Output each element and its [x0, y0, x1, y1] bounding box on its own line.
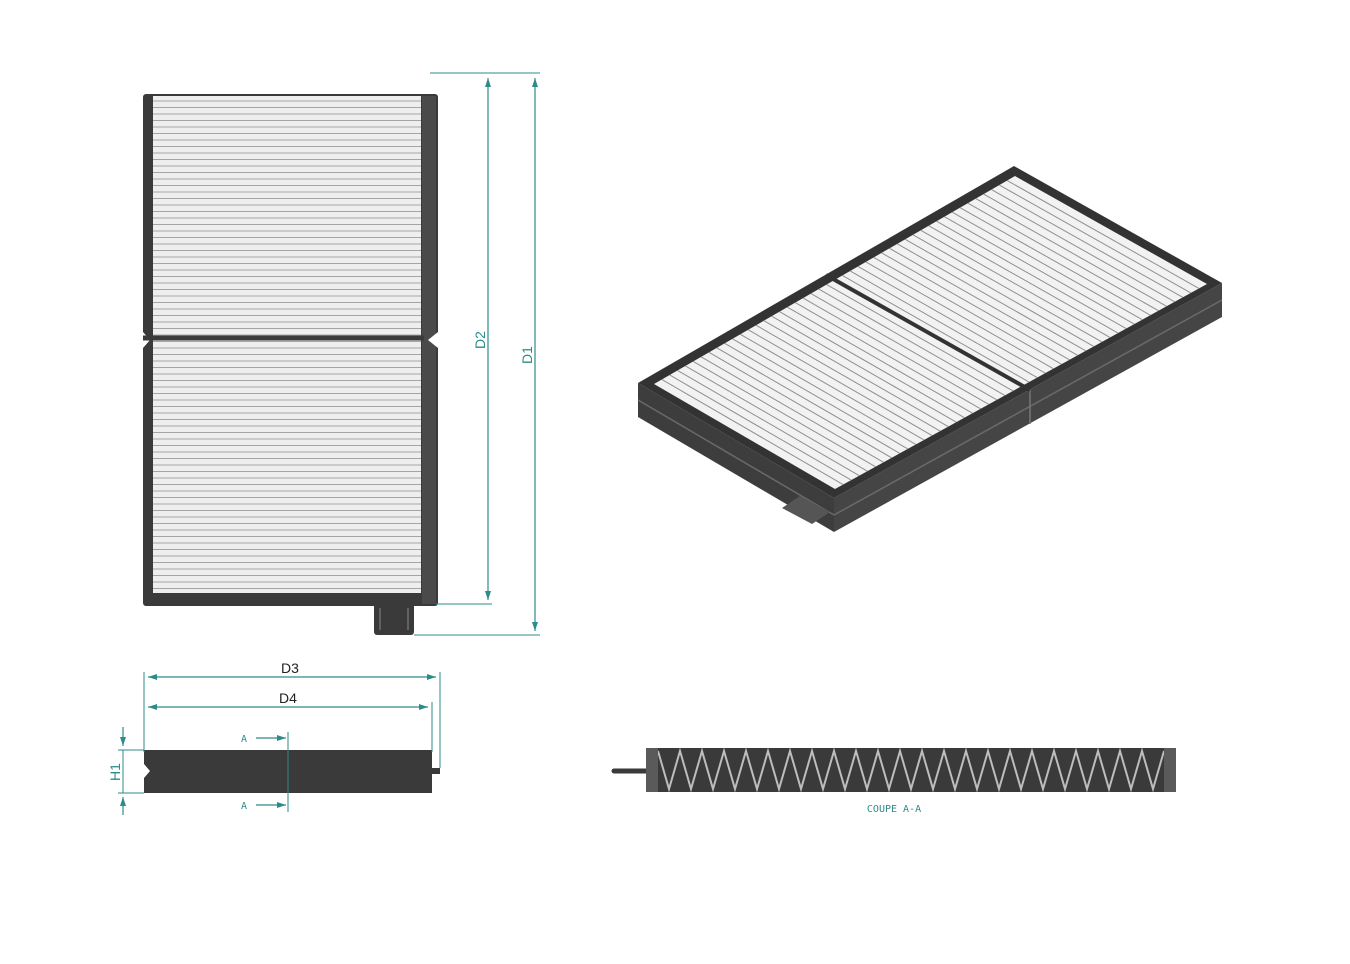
- iso-pleat-line: [708, 351, 892, 459]
- side-view: [144, 732, 440, 812]
- section-end-cap-right: [1164, 748, 1176, 792]
- iso-pleat-line: [936, 220, 1127, 330]
- top-view-tab: [374, 602, 414, 635]
- iso-pleat-line: [920, 229, 1111, 338]
- section-marker-top: A: [241, 734, 286, 745]
- iso-pleat-line: [991, 189, 1183, 298]
- h1-label: H1: [107, 763, 123, 781]
- top-view-media: [153, 96, 421, 593]
- iso-pleat-line: [732, 338, 917, 445]
- iso-pleat-line: [724, 342, 909, 450]
- d3-label: D3: [281, 660, 299, 676]
- iso-pleat-line: [967, 202, 1159, 312]
- d4-label: D4: [279, 690, 297, 706]
- iso-pleat-line: [685, 365, 868, 472]
- iso-pleat-line: [889, 247, 1078, 356]
- isometric-view: [637, 166, 1223, 532]
- iso-pleat-line: [857, 266, 1046, 374]
- iso-pleat-line: [928, 225, 1119, 334]
- iso-pleat-line: [795, 302, 981, 410]
- top-view-pleats: [153, 100, 421, 589]
- section-marker-bottom: A: [241, 801, 286, 812]
- iso-tab: [782, 496, 830, 524]
- iso-pleat-line: [849, 270, 1038, 379]
- iso-pleat-line: [661, 379, 844, 485]
- iso-pleat-line: [677, 370, 860, 477]
- section-pleat-zigzag: [657, 747, 1165, 793]
- dimension-d3: D3: [143, 660, 441, 768]
- iso-pleat-line: [999, 184, 1192, 294]
- iso-pleat-line: [669, 374, 852, 481]
- iso-pleat-line: [959, 207, 1151, 316]
- d1-label: D1: [519, 346, 535, 364]
- iso-pleat-line: [904, 238, 1095, 347]
- section-marker-top-label: A: [241, 734, 247, 745]
- top-view: [143, 94, 438, 635]
- section-end-cap-left: [646, 748, 658, 792]
- d2-label: D2: [472, 331, 488, 349]
- top-view-notch-right: [428, 332, 438, 348]
- iso-pleat-line: [771, 315, 957, 423]
- iso-pleat-line: [810, 293, 997, 401]
- iso-pleat-line: [983, 193, 1175, 303]
- iso-pleat-line: [692, 360, 876, 468]
- iso-pleat-line: [897, 243, 1086, 352]
- iso-pleat-line: [826, 284, 1014, 392]
- iso-pleat-line: [787, 306, 973, 414]
- iso-pleat-line: [747, 329, 933, 436]
- iso-pleat-line: [755, 324, 941, 432]
- iso-pleat-line: [951, 211, 1143, 321]
- iso-pleat-line: [881, 252, 1070, 361]
- side-view-body: [144, 750, 440, 793]
- iso-pleat-line: [873, 256, 1062, 365]
- iso-pleat-line: [700, 356, 884, 463]
- iso-pleat-line: [818, 288, 1006, 396]
- dimension-h1: H1: [107, 727, 144, 815]
- iso-pleat-line: [865, 261, 1054, 370]
- section-marker-bottom-label: A: [241, 801, 247, 812]
- dimension-d1: D1: [414, 72, 540, 636]
- iso-pleat-line: [763, 320, 949, 428]
- section-view: COUPE A-A: [611, 747, 1176, 815]
- iso-pleat-line: [842, 275, 1030, 383]
- dimension-d4: D4: [148, 690, 433, 752]
- iso-pleat-line: [716, 347, 900, 454]
- dimension-d2: D2: [436, 72, 492, 605]
- iso-pleats: [661, 180, 1200, 485]
- iso-pleat-line: [944, 216, 1135, 325]
- iso-pleat-line: [779, 311, 965, 419]
- iso-pleat-line: [912, 234, 1103, 343]
- section-pleats: [646, 747, 1176, 793]
- iso-pleat-line: [802, 297, 989, 405]
- section-caption: COUPE A-A: [867, 804, 921, 815]
- iso-pleat-line: [1006, 180, 1200, 289]
- iso-pleat-line: [975, 198, 1167, 307]
- iso-pleat-line: [740, 333, 925, 441]
